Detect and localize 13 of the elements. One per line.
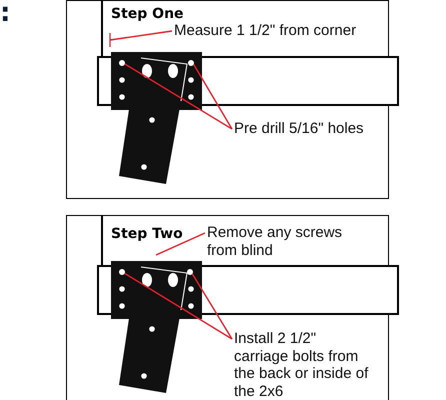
label-text: :: [0, 0, 10, 28]
leader-line: [110, 30, 172, 41]
leader-line: [156, 232, 206, 256]
step-heading: Step Two: [111, 226, 183, 242]
leader-line: [192, 274, 233, 340]
leader-line: [193, 64, 233, 130]
step-heading: Step One: [111, 6, 184, 22]
callout-text: Pre drill 5/16" holes: [234, 120, 394, 138]
callout-text: Install 2 1/2" carriage bolts from the back or inside of the 2x6: [234, 330, 374, 400]
callout-text: Measure 1 1/2" from corner: [174, 22, 389, 40]
leader-line: [124, 63, 232, 130]
leader-line: [124, 272, 232, 340]
callout-text: Remove any screws from blind: [207, 224, 357, 259]
